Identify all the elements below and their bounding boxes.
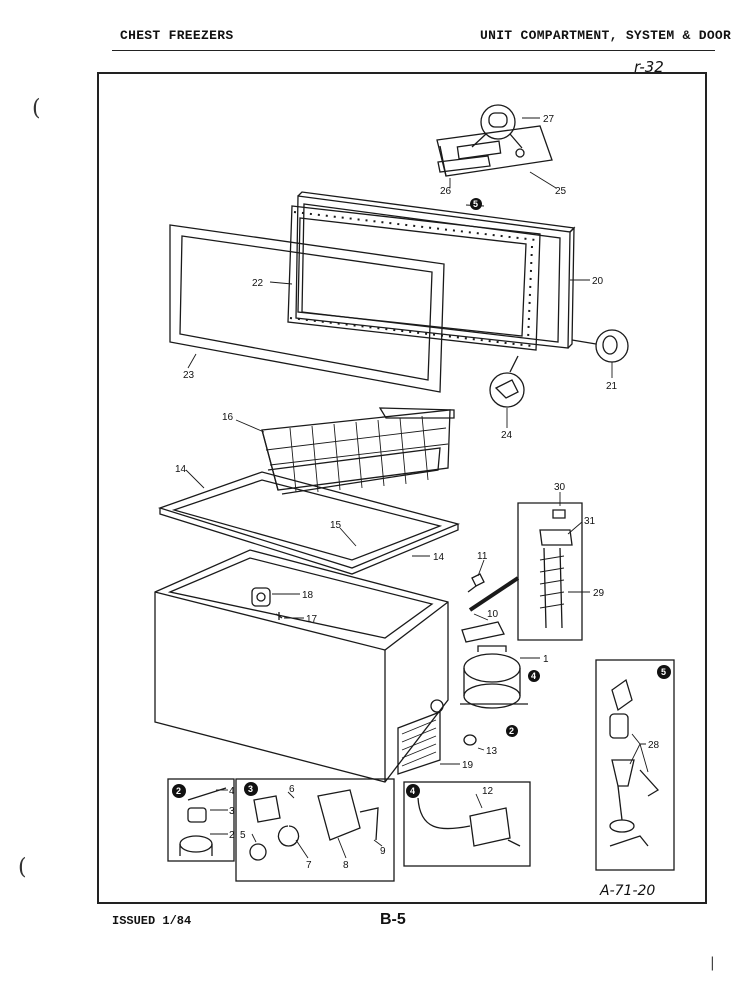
callout-21: 21 <box>606 381 618 392</box>
inset-2-cap-parts <box>167 778 235 862</box>
grommet <box>463 734 477 746</box>
callout-25: 25 <box>555 186 567 197</box>
callout-9: 9 <box>380 846 386 857</box>
callout-2: 2 <box>229 830 235 841</box>
callout-6: 6 <box>289 784 295 795</box>
callout-4: 4 <box>229 786 235 797</box>
door-gasket <box>169 224 445 393</box>
access-grille <box>397 699 444 775</box>
magnifier-21 <box>571 329 629 363</box>
page-number: B-5 <box>380 911 406 928</box>
header-right-title: UNIT COMPARTMENT, SYSTEM & DOOR <box>480 28 732 43</box>
compressor <box>460 621 528 709</box>
callout-31: 31 <box>584 516 596 527</box>
callout-1: 1 <box>543 654 549 665</box>
callout-30: 30 <box>554 482 566 493</box>
freezer-cabinet <box>154 549 449 783</box>
callout-12: 12 <box>482 786 494 797</box>
callout-19: 19 <box>462 760 474 771</box>
door-outer-panel <box>295 191 576 349</box>
header-rule <box>112 50 715 51</box>
callout-18: 18 <box>302 590 314 601</box>
callout-14b: 14 <box>433 552 445 563</box>
badge-label: 4 <box>531 671 536 681</box>
diagram-code: A-71-20 <box>600 883 656 899</box>
badge-label: 4 <box>410 786 415 796</box>
callout-15: 15 <box>330 520 342 531</box>
header-left-title: CHEST FREEZERS <box>120 28 234 43</box>
callout-16: 16 <box>222 412 234 423</box>
inset-3-relay-parts <box>235 778 395 882</box>
wire-basket <box>261 407 455 495</box>
callout-20: 20 <box>592 276 604 287</box>
callout-13: 13 <box>486 746 498 757</box>
magnifier-24 <box>489 355 525 408</box>
thermostat-knob <box>251 587 283 620</box>
leader-lines <box>185 117 649 859</box>
callout-24: 24 <box>501 430 513 441</box>
door-liner <box>287 205 541 351</box>
badge-label: 5 <box>473 199 478 209</box>
callout-11: 11 <box>477 551 488 562</box>
callout-5: 5 <box>240 830 246 841</box>
callout-28: 28 <box>648 740 660 751</box>
badge-label: 5 <box>661 667 666 677</box>
callout-3: 3 <box>229 806 235 817</box>
inset-5-hinge-parts <box>595 659 675 871</box>
callout-27: 27 <box>543 114 555 125</box>
callout-29: 29 <box>593 588 605 599</box>
handle-escutcheon-part <box>436 125 553 177</box>
callout-22: 22 <box>252 278 264 289</box>
page-reference: r-32 <box>634 58 664 76</box>
issued-date: ISSUED 1/84 <box>112 914 192 928</box>
badge-label: 2 <box>176 786 181 796</box>
callout-10: 10 <box>487 609 499 620</box>
callout-14: 14 <box>175 464 187 475</box>
drain-plug <box>467 573 485 593</box>
badge-label: 3 <box>248 784 253 794</box>
breaker-frame <box>157 471 461 575</box>
callout-8: 8 <box>343 860 349 871</box>
inset-4-power-cord <box>403 781 531 867</box>
margin-mark: ( <box>18 855 27 880</box>
magnifier-27 <box>471 104 523 149</box>
inset-heater-assembly <box>468 502 583 641</box>
badge-label: 2 <box>509 726 514 736</box>
diagram-frame <box>97 72 707 904</box>
margin-mark: | <box>710 955 715 971</box>
callout-7: 7 <box>306 860 312 871</box>
margin-mark: ( <box>32 96 41 121</box>
callout-26: 26 <box>440 186 452 197</box>
callout-23: 23 <box>183 370 195 381</box>
inset-badges <box>172 198 671 798</box>
callout-17: 17 <box>306 614 318 625</box>
